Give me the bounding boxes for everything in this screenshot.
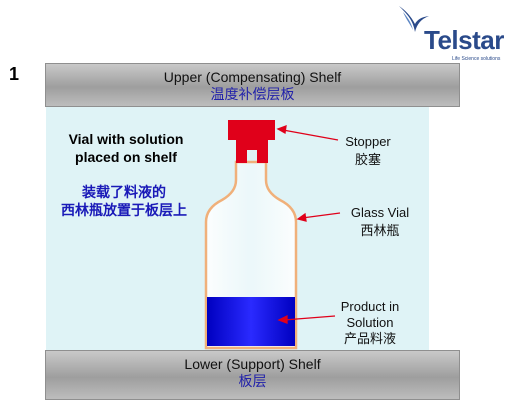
lower-shelf-label-zh: 板层 xyxy=(238,373,267,389)
vial-caption-line-1: Vial with solution xyxy=(68,131,184,147)
glass-vial-label-zh: 西林瓶 xyxy=(360,223,400,238)
slide-number: 1 xyxy=(9,64,20,84)
lower-shelf: Lower (Support) Shelf 板层 xyxy=(45,350,460,400)
logo-wordmark: Telstar xyxy=(424,25,504,55)
lower-shelf-label: Lower (Support) Shelf xyxy=(184,356,321,372)
glass-vial-label: Glass Vial 西林瓶 xyxy=(340,205,420,239)
swallow-bird-icon xyxy=(399,6,429,32)
glass-vial-label-en: Glass Vial xyxy=(350,205,410,220)
product-label-zh: 产品料液 xyxy=(343,331,396,346)
product-label-en-line-2: Solution xyxy=(346,315,394,330)
vial-caption-zh-line-1: 装载了料液的 xyxy=(82,184,166,200)
stopper-label-en: Stopper xyxy=(345,134,391,149)
product-label: Product in Solution 产品料液 xyxy=(330,299,410,347)
upper-shelf: Upper (Compensating) Shelf 温度补偿层板 xyxy=(45,63,460,107)
vial-caption-zh-line-2: 西林瓶放置于板层上 xyxy=(61,202,187,218)
product-label-en-line-1: Product in xyxy=(340,299,400,314)
vial-caption-line-2: placed on shelf xyxy=(75,149,177,165)
stopper-label: Stopper 胶塞 xyxy=(330,134,406,168)
vial-caption: Vial with solution placed on shelf xyxy=(46,130,206,166)
logo-tagline: Life Science solutions xyxy=(452,56,501,62)
vial-caption-zh: 装载了料液的 西林瓶放置于板层上 xyxy=(34,183,214,219)
stopper-label-zh: 胶塞 xyxy=(354,152,381,167)
upper-shelf-label: Upper (Compensating) Shelf xyxy=(163,69,342,85)
upper-shelf-label-zh: 温度补偿层板 xyxy=(210,86,295,102)
